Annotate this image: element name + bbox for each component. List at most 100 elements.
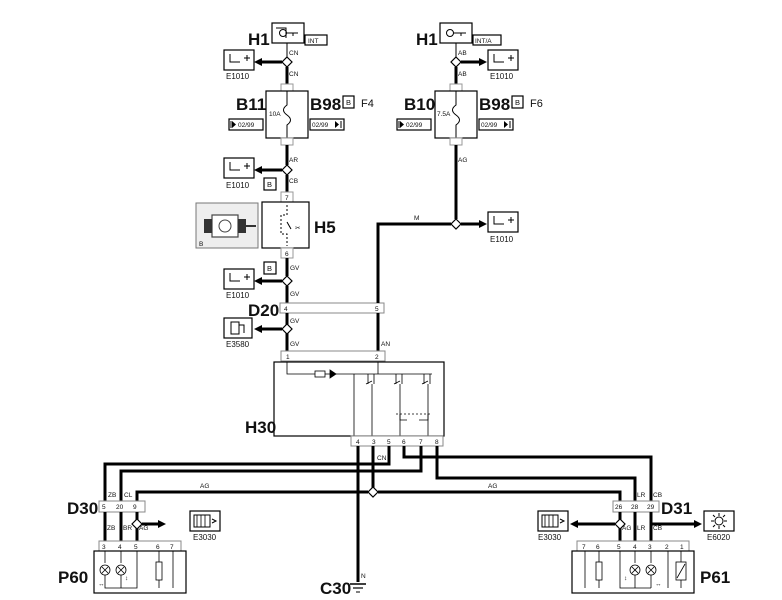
junction-diamond (614, 518, 626, 530)
p61-pin-3: 3 (648, 544, 652, 551)
wire-gv-4-label: GV (290, 341, 300, 348)
p61-pin-6: 6 (596, 544, 600, 551)
play-right-icon (335, 121, 339, 128)
p60-pin-3: 3 (102, 544, 106, 551)
arrow-right-icon (694, 520, 702, 528)
wire-cl (119, 446, 423, 501)
d30-pin-5: 5 (102, 504, 106, 511)
wire-cb (402, 446, 653, 501)
wire-lr-bot-label: LR (637, 525, 646, 532)
b10-date-box (396, 118, 432, 131)
p61-pin-4: 4 (633, 544, 637, 551)
h1-int-switch: H1 INT (248, 22, 328, 49)
c30-code: C30 (320, 579, 351, 598)
h30-pin-out-4: 4 (356, 439, 360, 446)
h5-pin-bot: 6 (285, 251, 289, 258)
wire-ag-left-label: AG (200, 483, 209, 490)
play-right-icon (400, 121, 404, 128)
variant-marker-1: B (267, 180, 272, 189)
pedal-switch-illustration: B (195, 202, 259, 249)
junction-diamond (450, 218, 462, 230)
h5-pin-top: 7 (285, 195, 289, 202)
b11-code: B11 (236, 95, 266, 114)
fuse-symbol (452, 91, 460, 138)
junction-diamond (367, 486, 379, 498)
h1-inta-tag-box (472, 34, 502, 46)
wire-cn-2-label: CN (289, 71, 299, 78)
wire-cn-top-label: CN (289, 50, 299, 57)
battery-icon (487, 49, 519, 71)
ref-e1010-right-junction: E1010 (490, 235, 514, 244)
arrow-right-icon (479, 220, 487, 228)
h5-variant-label: B (199, 241, 203, 248)
h30-pin-out-6: 6 (402, 439, 406, 446)
mirror-p61: 7 6 5 4 3 2 1 ↕ ↔ (571, 540, 695, 594)
arrow-left-icon (254, 277, 262, 285)
heated-window-icon (189, 510, 221, 532)
variant-marker-box (263, 177, 277, 191)
p61-pin-2: 2 (665, 544, 669, 551)
h30-pin-2: 2 (375, 354, 379, 361)
p60-code: P60 (58, 568, 88, 587)
wire-gv-3-label: GV (290, 318, 300, 325)
arrow-right-icon (158, 520, 166, 528)
h30-pin-out-7: 7 (419, 439, 423, 446)
b11-date-box (228, 118, 264, 131)
battery-icon (223, 157, 255, 179)
d20-pin-right: 5 (375, 306, 379, 313)
h30-pin-out-5: 5 (387, 439, 391, 446)
h5-box (261, 201, 310, 249)
play-right-icon (232, 121, 236, 128)
wire-cn-h30-label: CN (377, 455, 387, 462)
left-right-arrows-icon: ↔ (98, 581, 105, 588)
h1-int-tag: INT (308, 38, 319, 45)
fuse-symbol (283, 91, 291, 138)
p60-pin-7: 7 (170, 544, 174, 551)
fuse-b11: 10A (265, 83, 309, 146)
fuse-b10-rating: 7.5A (437, 111, 451, 118)
ref-e3030-p60: E3030 (193, 533, 217, 542)
wire-ab-2-label: AB (458, 71, 467, 78)
d30-pin-9: 9 (133, 504, 137, 511)
b10-code: B10 (404, 95, 435, 114)
up-down-arrows-icon: ↕ (125, 575, 128, 582)
p61-pin-7: 7 (582, 544, 586, 551)
wire-ag-p61-label: AG (622, 525, 631, 532)
fuse-b11-rating: 10A (269, 111, 281, 118)
wire-cb-bot-label: CB (653, 525, 662, 532)
wire-gv-1-label: GV (290, 265, 300, 272)
h30-pin-out-3: 3 (372, 439, 376, 446)
b98-left-code: B98 (310, 95, 341, 114)
scissor-icon: ✂ (295, 225, 301, 232)
key-icon (276, 27, 298, 38)
p61-pin-1: 1 (680, 544, 684, 551)
d20-pin-left: 4 (284, 306, 288, 313)
h1-int-tag-box (304, 34, 328, 46)
b98-right-variant-box (511, 95, 524, 109)
p60-pin-5: 5 (134, 544, 138, 551)
junction-diamond (281, 56, 293, 68)
d31-code: D31 (661, 499, 692, 518)
heated-window-icon (537, 510, 569, 532)
arrow-left-icon (570, 520, 578, 528)
d31-pin-28: 28 (631, 504, 639, 511)
wire-an-label: AN (381, 341, 390, 348)
arrow-left-icon (254, 166, 262, 174)
wire-zb-top-label: ZB (108, 492, 116, 499)
ref-e6020: E6020 (707, 533, 731, 542)
variant-marker-2: B (267, 264, 272, 273)
variant-marker-box (263, 261, 277, 275)
h5-code: H5 (314, 218, 336, 237)
b11-date: 02/99 (238, 122, 255, 129)
wire-lr (435, 446, 637, 501)
b98-right-variant: B (515, 98, 520, 107)
junction-diamond (450, 56, 462, 68)
wire-zb-bot-label: ZB (107, 525, 115, 532)
wire-ag-p60-label: AG (139, 525, 148, 532)
battery-icon (223, 49, 255, 71)
wire-ag-left (135, 490, 368, 501)
junction-diamond (281, 275, 293, 287)
ref-e1010-after-fuse: E1010 (226, 181, 250, 190)
d20-code: D20 (248, 301, 279, 320)
